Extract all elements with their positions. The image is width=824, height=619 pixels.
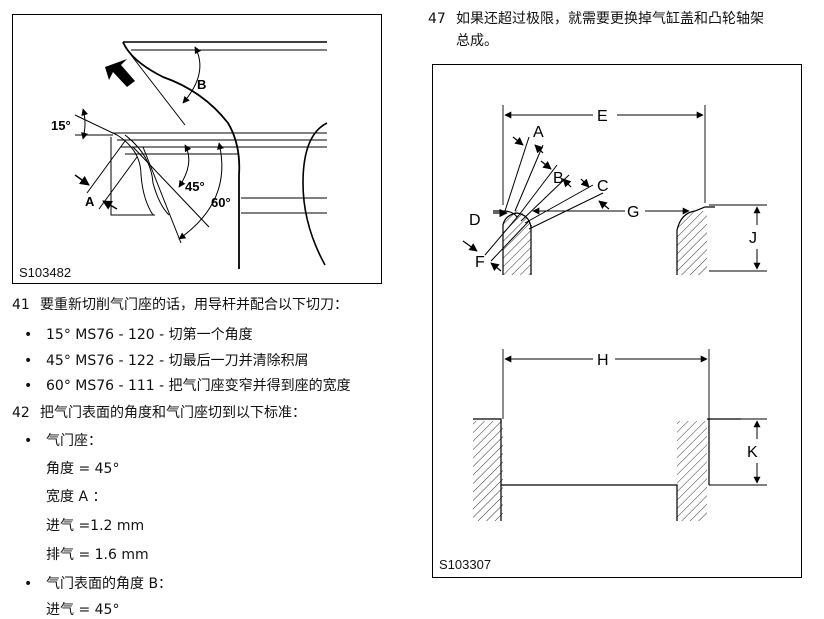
list-item: 15° MS76 - 120 - 切第一个角度	[24, 326, 253, 344]
step-number: 41	[12, 297, 30, 313]
label-a: A	[533, 124, 544, 141]
face-intake: 进气 = 45°	[46, 602, 120, 618]
label-b: B	[553, 170, 564, 187]
step-number: 42	[12, 405, 30, 421]
list-item-valve-face: 气门表面的角度 B：	[24, 575, 172, 593]
valve-measurement-diagram: E J G	[462, 105, 767, 521]
figure-id: S103482	[19, 265, 72, 280]
step-text: 要重新切削气门座的话，用导杆并配合以下切刀：	[40, 297, 348, 313]
step-47: 47 如果还超过极限，就需要更换掉气缸盖和凸轮轴架	[428, 10, 764, 28]
label-angle-45: 45°	[185, 179, 205, 194]
label-g: G	[627, 204, 639, 221]
list-item-valve-seat: 气门座：	[24, 432, 102, 450]
figure-valve-seat-angles: B 15° 45° 60° A S103482	[12, 14, 382, 284]
label-c: C	[597, 178, 609, 195]
step-text: 如果还超过极限，就需要更换掉气缸盖和凸轮轴架	[456, 11, 764, 27]
list-item: 60° MS76 - 111 - 把气门座变窄并得到座的宽度	[24, 377, 351, 395]
seat-exhaust: 排气 = 1.6 mm	[46, 547, 149, 563]
label-b: B	[197, 77, 206, 92]
step-41: 41 要重新切削气门座的话，用导杆并配合以下切刀：	[12, 296, 348, 314]
figure-valve-recession-measurement: E J G	[432, 64, 802, 578]
label-angle-15: 15°	[51, 118, 71, 133]
label-a: A	[85, 194, 95, 209]
seat-width: 宽度 A ：	[46, 489, 107, 505]
step-number: 47	[428, 11, 446, 27]
label-angle-60: 60°	[211, 195, 231, 210]
list-item: 45° MS76 - 122 - 切最后一刀并清除积屑	[24, 352, 309, 370]
valve-seat-angle-diagram: B 15° 45° 60° A	[51, 41, 328, 269]
label-f: F	[475, 254, 485, 271]
label-d: D	[469, 212, 481, 229]
label-e: E	[597, 108, 608, 125]
step-47-continued: 总成。	[456, 33, 498, 49]
step-text: 把气门表面的角度和气门座切到以下标准：	[40, 405, 306, 421]
label-j: J	[749, 230, 757, 247]
figure-id: S103307	[439, 557, 492, 572]
seat-intake: 进气 =1.2 mm	[46, 518, 145, 534]
seat-angle: 角度 = 45°	[46, 461, 120, 477]
step-42: 42 把气门表面的角度和气门座切到以下标准：	[12, 404, 306, 422]
label-h: H	[597, 352, 609, 369]
label-k: K	[747, 444, 758, 461]
